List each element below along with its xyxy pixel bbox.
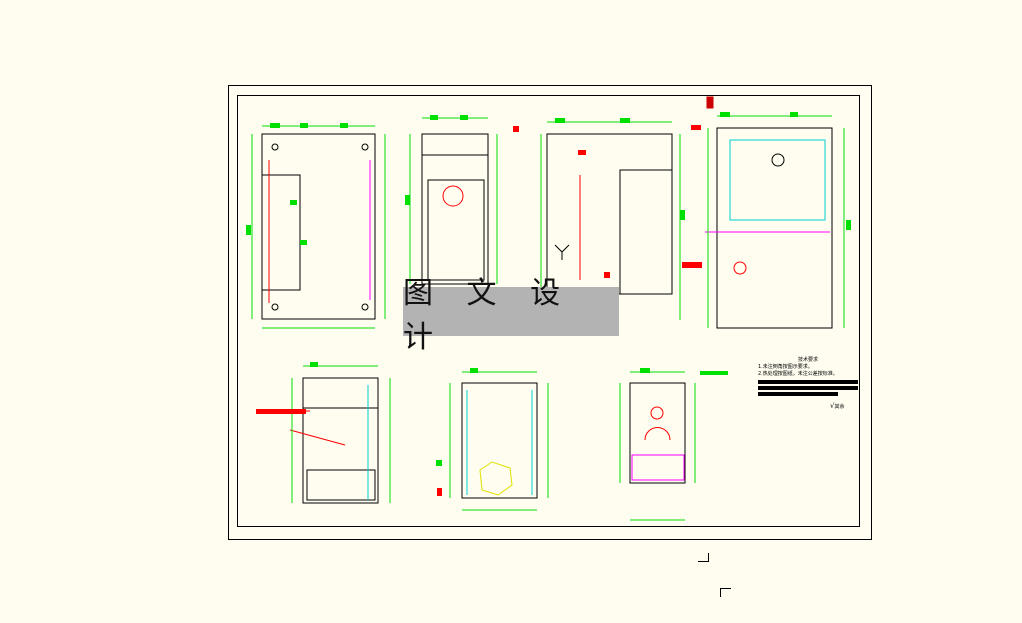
notes-title: 技术要求	[797, 357, 818, 363]
notes-redacted-bar	[758, 386, 858, 390]
notes-redacted-bar	[758, 380, 858, 384]
notes-line-1: 1.未注倒角按图示要求。	[758, 364, 813, 370]
drawing-sheet-outer-frame	[228, 85, 872, 540]
technical-notes: 技术要求 1.未注倒角按图示要求。 2.热处理按图纸，未注公差按标准。	[758, 357, 858, 398]
view-bottom-right	[619, 371, 696, 521]
view-top-left	[251, 125, 386, 329]
roughness-label: 其余	[834, 404, 845, 410]
view-bottom-left	[258, 365, 391, 504]
view-top-center-left	[409, 117, 498, 293]
view-bottom-center	[449, 371, 549, 511]
crop-mark-bottom-left	[698, 553, 709, 562]
surface-roughness-note: √其余	[830, 402, 844, 410]
notes-redacted-bar	[758, 392, 838, 396]
notes-line-2: 2.热处理按图纸，未注公差按标准。	[758, 371, 838, 377]
view-top-right	[705, 96, 845, 329]
drawing-sheet-inner-frame	[237, 95, 860, 527]
crop-mark-bottom-right	[720, 588, 731, 597]
roughness-check-icon: √	[830, 402, 835, 410]
watermark-label: 图 文 设 计	[403, 276, 619, 355]
